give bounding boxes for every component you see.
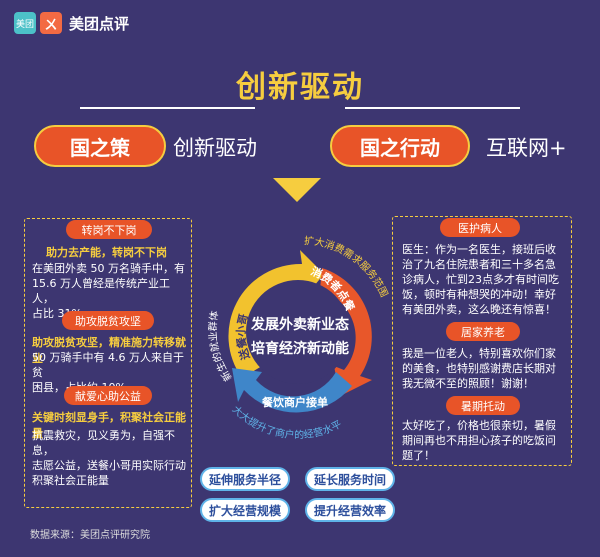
text-line: 治了九名住院患者和三十多名急 [402,258,556,271]
right-panel [392,216,572,466]
text-line: 饭，顿时有种想哭的冲动！幸好 [402,288,556,301]
left-section-title-1: 助力去产能，转岗不下岗 [46,246,167,259]
left-section-title-3: 关键时刻显身手，积聚社会正能量 [32,411,186,440]
text-line: 诊病人，忙到23点多才有时间吃 [402,273,559,286]
text-line: 志愿公益，送餐小哥用实际行动 [32,459,186,472]
text-line: 我无微不至的照顾！谢谢！ [402,377,534,390]
left-section-title-2: 助攻脱贫攻坚，精准施力转移就业 [32,336,186,365]
arrow-bottom-label: 餐饮商户接单 [262,396,328,409]
policy-text: 创新驱动 [173,136,257,160]
right-tag-3: 暑期托动 [446,396,520,415]
text-line: 期间再也不用担心孩子的吃饭问 [402,434,556,447]
left-section-body-1: 在美团外卖 50 万名骑手中，有 15.6 万人曾经是传统产业工人， 占比 31… [32,261,190,321]
improve-efficiency-button[interactable]: 提升经营效率 [305,498,395,522]
left-tag-3: 献爱心助公益 [64,386,152,405]
text-line: 我是一位老人，特别喜欢你们家 [402,347,556,360]
right-section-body-2: 我是一位老人，特别喜欢你们家 的美食，也特别感谢费店长期对 我无微不至的照顾！谢… [402,346,570,391]
left-tag-2: 助攻脱贫攻坚 [62,311,154,330]
policy-pill: 国之策 [34,125,166,167]
cycle-diagram: 新生的就业群体 扩大消费需求服务范围 大大提升了商户的经营水平 送餐小哥 消费者… [206,234,390,441]
right-section-body-1: 医生：作为一名医生，接班后收 治了九名住院患者和三十多名急 诊病人，忙到23点多… [402,242,570,317]
left-panel [24,218,192,508]
text-line: 题了！ [402,449,435,462]
center-line-1: 发展外卖新业态 [251,317,349,333]
expand-scale-button[interactable]: 扩大经营规模 [200,498,290,522]
title-divider-right [345,107,520,109]
brand-logo: 美团 ㄨ 美团点评 [14,12,129,34]
blue-arrow [232,368,352,413]
text-line: 有美团外卖，这么晚还有惊喜！ [402,303,556,316]
right-section-body-3: 太好吃了，价格也很亲切，暑假 期间再也不用担心孩子的吃饭问 题了！ [402,418,570,463]
dianping-app-icon: ㄨ [40,12,62,34]
right-tag-2: 居家养老 [446,322,520,341]
extend-time-button[interactable]: 延长服务时间 [305,467,395,491]
text-line: 积聚社会正能量 [32,474,109,487]
left-section-body-3: 抗震救灾，见义勇为，自强不息， 志愿公益，送餐小哥用实际行动 积聚社会正能量 [32,428,190,488]
action-text: 互联网+ [486,136,567,160]
text-line: 抗震救灾，见义勇为，自强不息， [32,429,175,457]
action-pill: 国之行动 [330,125,470,167]
meituan-app-icon: 美团 [14,12,36,34]
brand-name: 美团点评 [69,14,130,33]
text-line: 太好吃了，价格也很亲切，暑假 [402,419,556,432]
cycle-center-text: 发展外卖新业态 培育经济新动能 [240,313,360,361]
down-triangle-icon [273,178,321,202]
center-circle [246,280,350,384]
text-line: 医生：作为一名医生，接班后收 [402,243,556,256]
text-line: 50 万骑手中有 4.6 万人来自于贫 [32,351,184,379]
center-line-2: 培育经济新动能 [251,341,349,357]
data-source: 数据来源：美团点评研究院 [30,530,150,541]
text-line: 15.6 万人曾经是传统产业工人， [32,277,170,305]
right-tag-1: 医护病人 [440,218,520,237]
extend-radius-button[interactable]: 延伸服务半径 [200,467,290,491]
orange-arrow [320,268,372,396]
page-title: 创新驱动 [236,70,364,105]
text-line: 在美团外卖 50 万名骑手中，有 [32,262,185,275]
left-tag-1: 转岗不下岗 [66,220,152,239]
title-divider-left [80,107,255,109]
text-line: 的美食，也特别感谢费店长期对 [402,362,556,375]
